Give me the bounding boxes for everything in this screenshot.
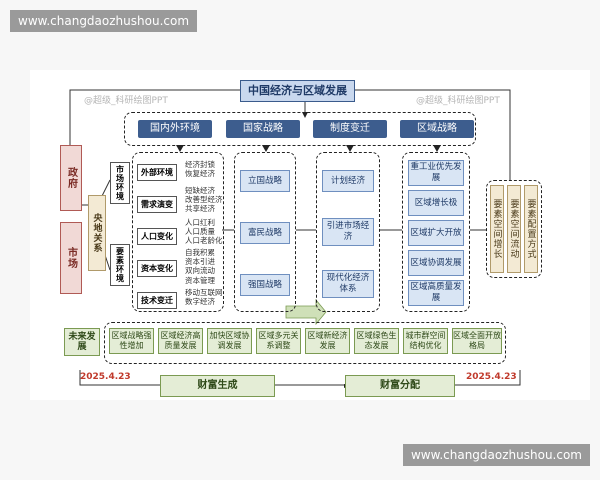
- item-external-env: 外部环境: [137, 164, 177, 181]
- date-left: 2025.4.23: [80, 372, 131, 382]
- strategy-founding: 立国战略: [240, 170, 290, 192]
- factor-environment-label: 要素环境: [110, 244, 130, 286]
- left-box-government: 政府: [60, 145, 82, 211]
- future-item-6: 区域绿色生态发展: [354, 328, 399, 354]
- institution-modern-system: 现代化经济体系: [322, 270, 374, 298]
- factor-spatial-growth: 要素空间增长: [490, 185, 504, 273]
- central-local-relation: 央地关系: [88, 195, 106, 271]
- environment-group: [132, 152, 224, 312]
- strategy-strong-nation: 强国战略: [240, 274, 290, 296]
- future-item-2: 区域经济高质量发展: [158, 328, 203, 354]
- future-item-4: 区域多元关系调整: [256, 328, 301, 354]
- category-domestic-foreign-env: 国内外环境: [138, 120, 212, 138]
- category-institutional-change: 制度变迁: [313, 120, 387, 138]
- institution-group: [316, 152, 380, 312]
- regional-coordination: 区域协调发展: [408, 250, 464, 276]
- factor-allocation-mode: 要素配置方式: [524, 185, 538, 273]
- item-capital-change: 资本变化: [137, 260, 177, 277]
- future-item-1: 区域战略强性增加: [109, 328, 154, 354]
- future-development-group: [104, 322, 506, 364]
- strategy-enrich-people: 富民战略: [240, 222, 290, 244]
- regional-high-quality: 区域高质量发展: [408, 280, 464, 306]
- institution-planned-economy: 计划经济: [322, 170, 374, 192]
- factor-spatial-flow: 要素空间流动: [507, 185, 521, 273]
- wealth-distribution: 财富分配: [345, 375, 455, 397]
- faded-tag-right: @超级_科研绘图PPT: [416, 96, 500, 106]
- future-item-8: 区域全面开放格局: [452, 328, 502, 354]
- regional-group: [402, 152, 470, 312]
- category-regional-strategy: 区域战略: [400, 120, 474, 138]
- labels-external-env: 经济封锁 恢复经济: [185, 160, 215, 179]
- watermark-top: www.changdaozhushou.com: [10, 10, 198, 32]
- item-tech-change: 技术变迁: [137, 292, 177, 309]
- future-item-7: 城市群空间结构优化: [403, 328, 448, 354]
- wealth-generation: 财富生成: [160, 375, 275, 397]
- watermark-bottom: www.changdaozhushou.com: [402, 444, 590, 466]
- regional-growth-pole: 区域增长极: [408, 190, 464, 216]
- top-category-group: [124, 112, 476, 146]
- factor-group: [486, 180, 542, 278]
- category-national-strategy: 国家战略: [226, 120, 300, 138]
- future-development-label: 未来发展: [64, 328, 100, 356]
- left-box-market: 市场: [60, 222, 82, 294]
- regional-heavy-industry: 重工业优先发展: [408, 160, 464, 186]
- labels-tech-change: 移动互联网 数字经济: [185, 288, 223, 307]
- institution-market-economy: 引进市场经济: [322, 218, 374, 246]
- date-right: 2025.4.23: [466, 372, 517, 382]
- national-strategy-group: [234, 152, 296, 312]
- regional-opening: 区域扩大开放: [408, 220, 464, 246]
- item-demand-evolution: 需求演变: [137, 196, 177, 213]
- item-population-change: 人口变化: [137, 228, 177, 245]
- faded-tag-left: @超级_科研绘图PPT: [84, 96, 168, 106]
- diagram-title: 中国经济与区域发展: [240, 80, 355, 102]
- labels-population-change: 人口红利 人口质量 人口老龄化: [185, 218, 223, 246]
- future-item-5: 区域新经济发展: [305, 328, 350, 354]
- labels-capital-change: 自我积累 资本引进 双向流动 资本管理: [185, 248, 215, 285]
- market-environment-label: 市场环境: [110, 162, 130, 204]
- future-item-3: 加快区域协调发展: [207, 328, 252, 354]
- labels-demand-evolution: 短缺经济 改善型经济 共享经济: [185, 186, 223, 214]
